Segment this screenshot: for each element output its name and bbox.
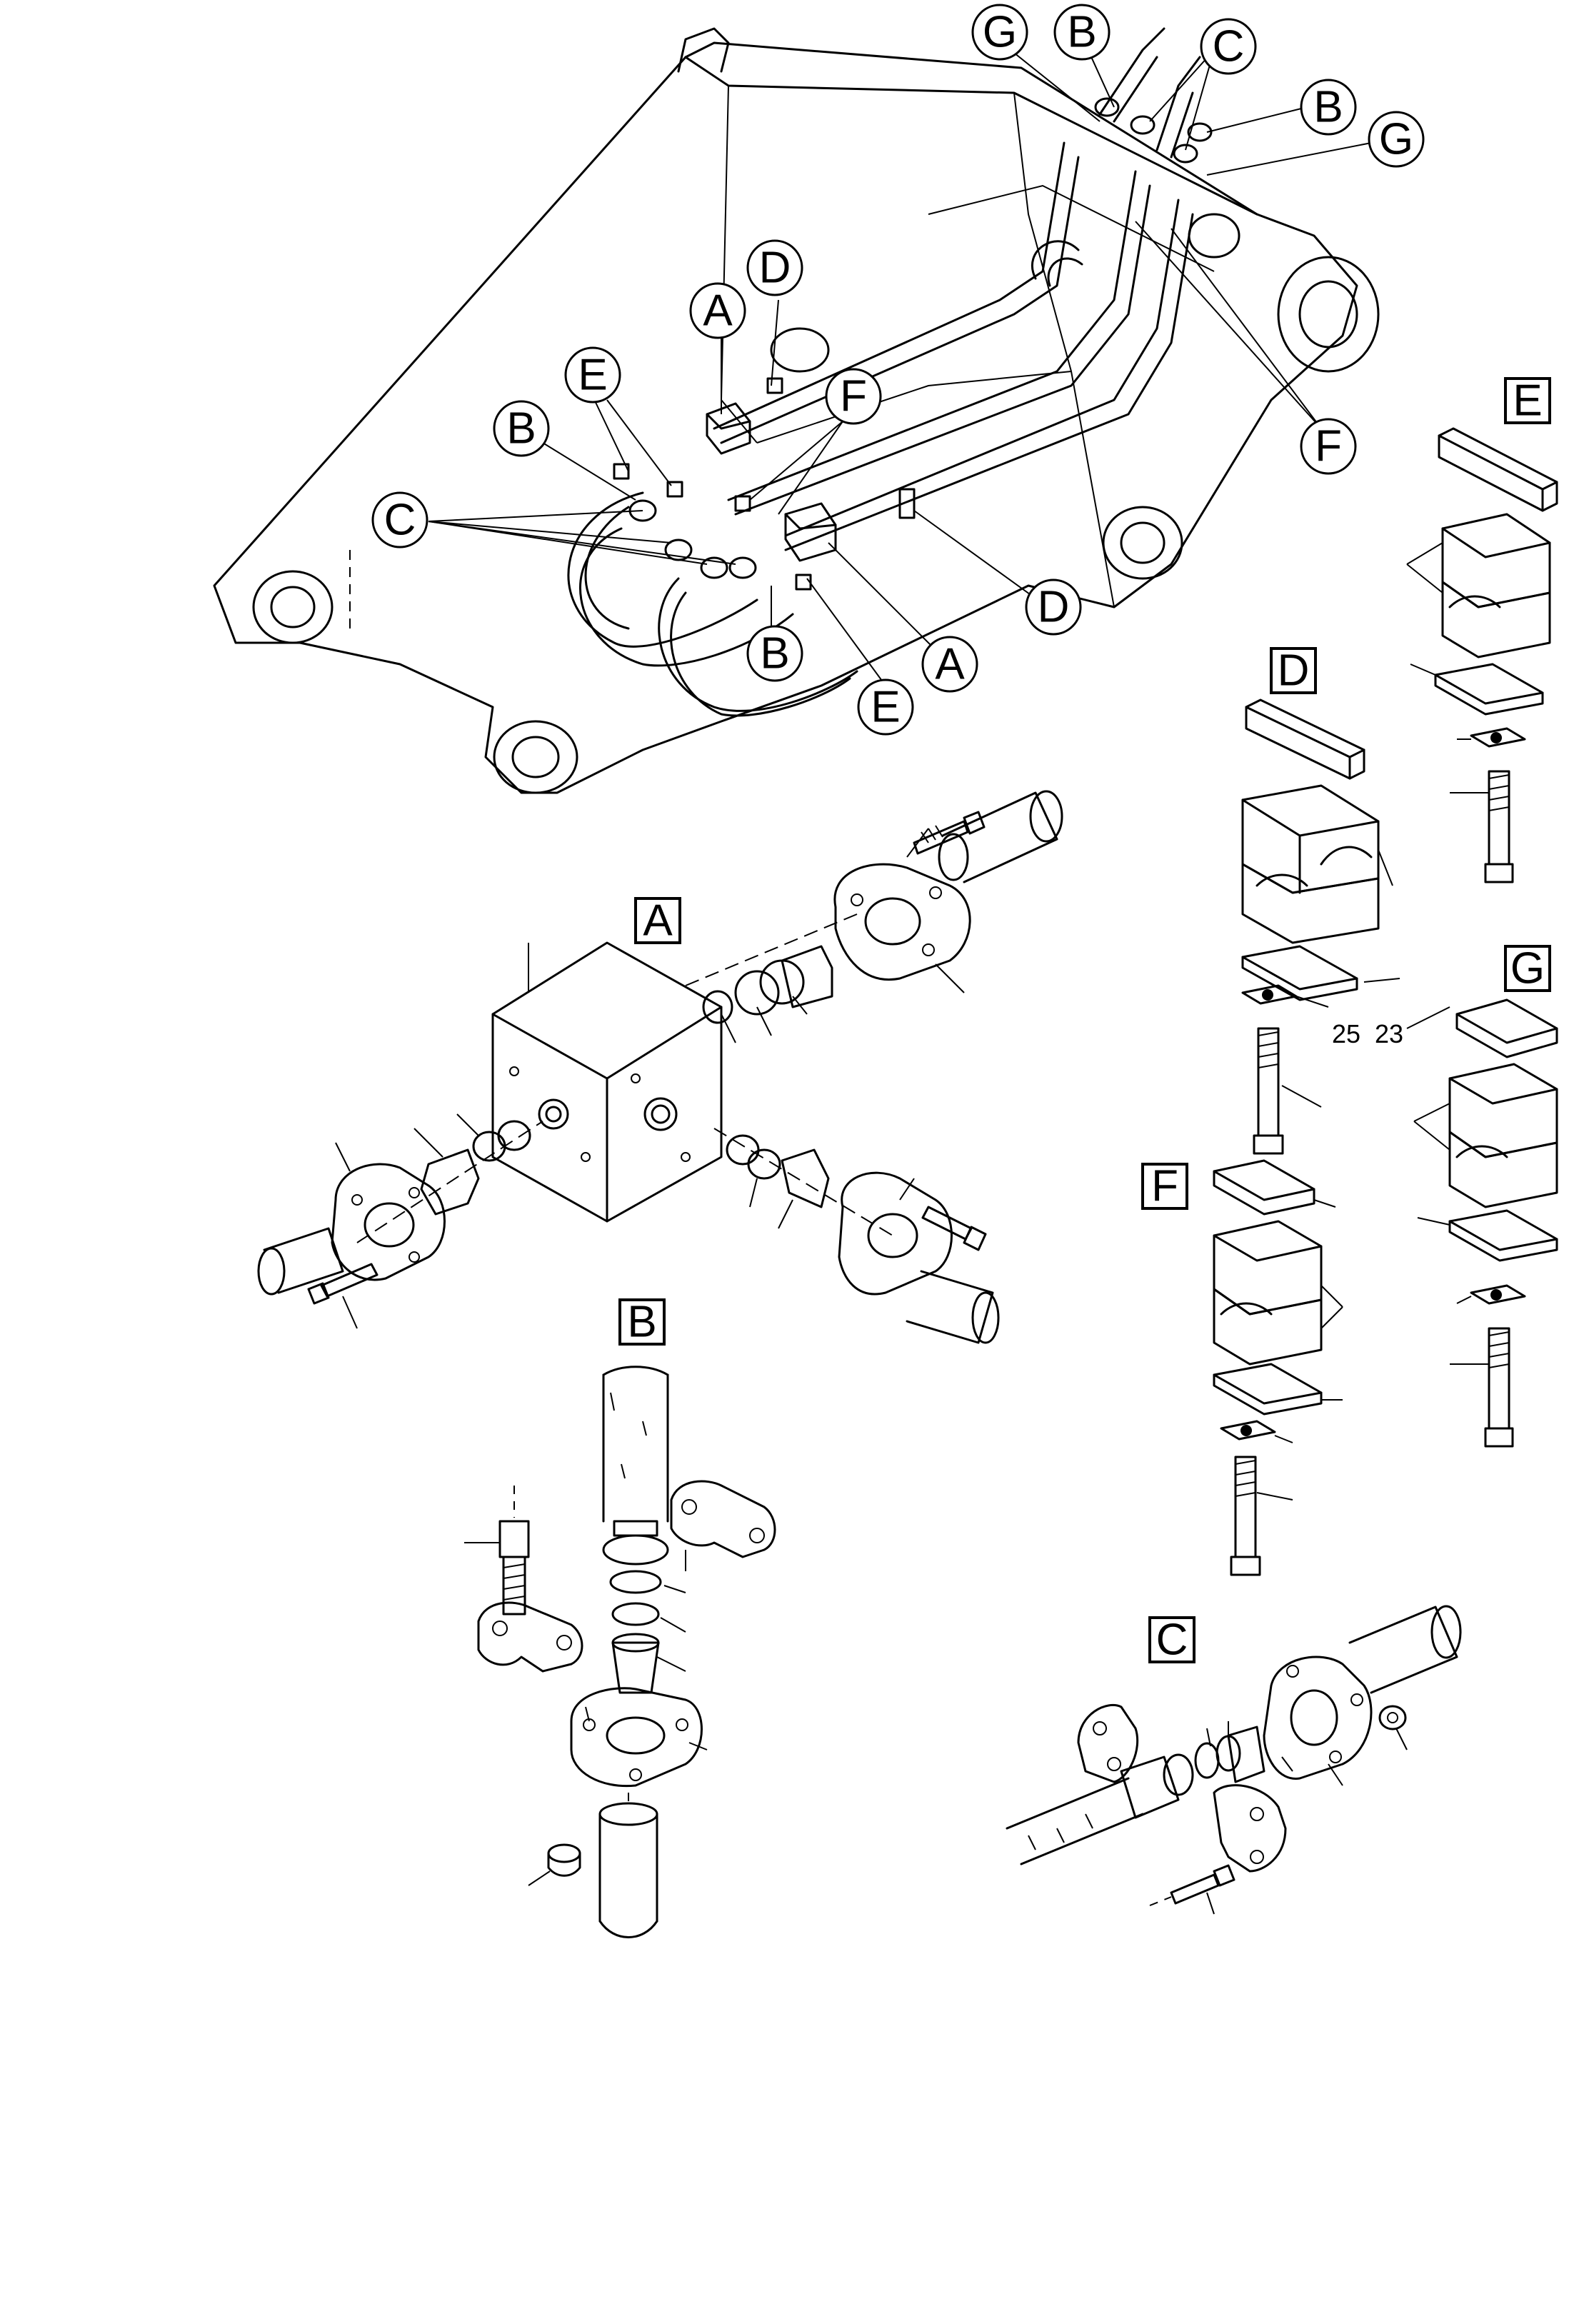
detail-a-label: A — [634, 896, 681, 946]
svg-text:E: E — [1513, 376, 1542, 426]
callout-c-left: C — [371, 491, 428, 549]
svg-text:B: B — [1067, 8, 1096, 57]
svg-text:C: C — [384, 496, 416, 545]
callout-g-top: G — [971, 4, 1028, 61]
callout-g-right: G — [1368, 111, 1425, 168]
detail-e: E — [1406, 376, 1558, 883]
callout-b-right: B — [1300, 79, 1357, 136]
detail-g-label: G — [1504, 944, 1551, 993]
callout-b-left: B — [493, 400, 550, 457]
detail-f: F — [1141, 1159, 1343, 1576]
svg-text:A: A — [643, 896, 673, 946]
part-number-23: 23 — [1375, 1019, 1403, 1048]
callout-f-right: F — [1300, 418, 1357, 475]
svg-text:F: F — [1151, 1162, 1178, 1211]
callout-d-bottom: D — [1025, 579, 1082, 636]
detail-b: B — [464, 1298, 776, 1938]
callout-a-top: A — [689, 282, 746, 339]
svg-text:A: A — [935, 640, 965, 689]
detail-d-label: D — [1270, 646, 1317, 696]
svg-text:B: B — [627, 1298, 656, 1347]
svg-text:G: G — [1510, 944, 1545, 993]
svg-text:B: B — [506, 404, 536, 454]
svg-text:G: G — [1379, 115, 1413, 164]
callout-f-center: F — [825, 368, 882, 425]
detail-a: A — [257, 790, 1063, 1344]
callout-a-bottom: A — [921, 636, 978, 693]
callout-e-left: E — [564, 346, 621, 404]
detail-d: D 25 23 — [1241, 646, 1450, 1155]
part-number-25: 25 — [1332, 1019, 1360, 1048]
svg-text:E: E — [871, 683, 900, 732]
svg-text:G: G — [983, 8, 1017, 57]
svg-text:F: F — [1315, 422, 1342, 471]
detail-b-label: B — [618, 1298, 666, 1347]
svg-text:D: D — [759, 244, 791, 293]
svg-text:F: F — [840, 372, 867, 421]
callout-b-top: B — [1053, 4, 1111, 61]
svg-text:A: A — [703, 286, 733, 336]
svg-text:D: D — [1038, 583, 1070, 632]
svg-text:C: C — [1156, 1616, 1188, 1665]
detail-f-label: F — [1141, 1162, 1188, 1211]
callout-e-bottom: E — [857, 678, 914, 736]
svg-text:B: B — [1313, 83, 1343, 132]
overview-callouts: A D E B C F B E A D G B C B G F — [371, 4, 1425, 736]
callout-c-top: C — [1200, 18, 1257, 75]
svg-text:D: D — [1278, 646, 1310, 696]
svg-text:C: C — [1213, 22, 1245, 71]
boom-overview — [213, 27, 1380, 794]
callout-b-bottom: B — [746, 625, 803, 682]
detail-c-label: C — [1148, 1616, 1195, 1665]
detail-g: G — [1413, 944, 1558, 1448]
svg-text:E: E — [578, 351, 607, 400]
detail-c: C — [1006, 1605, 1462, 1915]
callout-d-top: D — [746, 239, 803, 296]
detail-e-label: E — [1504, 376, 1551, 426]
svg-text:B: B — [760, 629, 789, 678]
